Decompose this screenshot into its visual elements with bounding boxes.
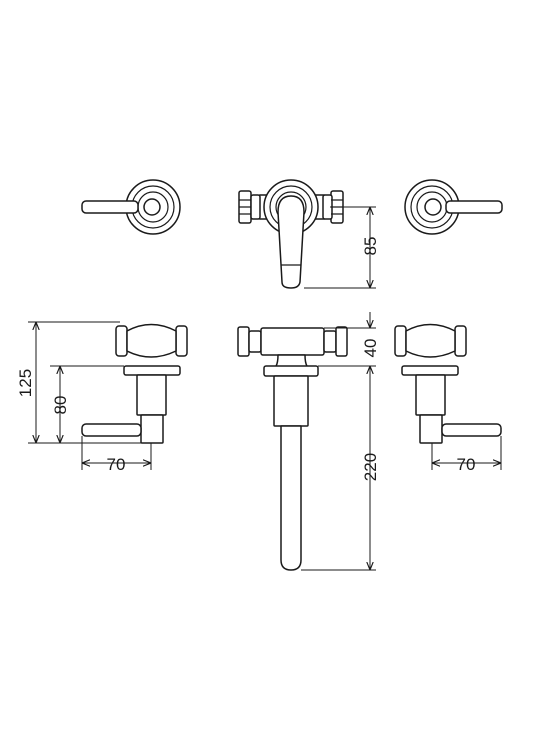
right-handle-front-view <box>394 323 502 444</box>
dimension-220: 220 <box>301 366 380 571</box>
dimension-70-right-label: 70 <box>457 455 476 474</box>
left-handle-top-view <box>81 179 181 235</box>
spout-front-view <box>237 326 348 571</box>
dimension-80-label: 80 <box>51 396 70 415</box>
dimension-70-left: 70 <box>81 436 152 474</box>
dimension-70-left-label: 70 <box>107 455 126 474</box>
dimension-40-label: 40 <box>361 339 380 358</box>
dimension-125: 125 <box>16 321 141 444</box>
dimension-85-label: 85 <box>361 237 380 256</box>
left-handle-front-view <box>81 323 188 444</box>
dimension-80: 80 <box>50 365 124 443</box>
spout-top-view <box>238 179 344 289</box>
dimension-85: 85 <box>304 206 380 289</box>
dimension-220-label: 220 <box>361 453 380 481</box>
dimension-70-right: 70 <box>431 436 502 474</box>
dimension-125-label: 125 <box>16 369 35 397</box>
right-handle-top-view <box>404 179 503 235</box>
